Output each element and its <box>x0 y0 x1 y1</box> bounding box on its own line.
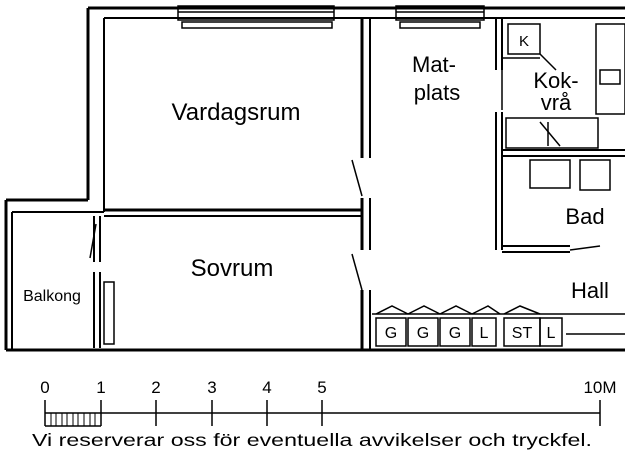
closets <box>372 305 625 347</box>
disclaimer-text: Vi reserverar oss för eventuella avvikel… <box>32 430 592 450</box>
scale-tick-label: 0 <box>40 378 49 397</box>
scale-tick-label: 5 <box>317 378 326 397</box>
closet-label: G <box>449 325 461 342</box>
scale-tick-label: 4 <box>262 378 271 397</box>
scale-bar: 0 1 2 3 4 5 10M <box>40 378 617 427</box>
walls <box>4 6 625 352</box>
kitchen-fixtures <box>502 23 625 191</box>
windows <box>103 5 485 345</box>
room-label-kokvra-line2: vrå <box>541 90 572 115</box>
closet-label: ST <box>512 325 533 342</box>
room-label-bad: Bad <box>565 204 604 229</box>
closet-label: L <box>480 325 489 342</box>
doors <box>89 70 601 291</box>
scale-tick-label: 3 <box>207 378 216 397</box>
room-label-balkong: Balkong <box>23 288 81 305</box>
scale-tick-label: 2 <box>151 378 160 397</box>
closet-label: G <box>385 325 397 342</box>
room-label-matplats-line2: plats <box>414 80 460 105</box>
room-label-sovrum: Sovrum <box>191 255 274 282</box>
room-label-vardagsrum: Vardagsrum <box>172 99 301 126</box>
kitchen-k-label: K <box>519 33 529 50</box>
room-label-kokvra-line1: Kok- <box>533 68 578 93</box>
closet-label: L <box>547 325 556 342</box>
closet-label: G <box>417 325 429 342</box>
room-label-matplats-line1: Mat- <box>412 52 456 77</box>
scale-tick-label: 10M <box>583 378 616 397</box>
room-label-hall: Hall <box>571 278 609 303</box>
scale-tick-label: 1 <box>96 378 105 397</box>
